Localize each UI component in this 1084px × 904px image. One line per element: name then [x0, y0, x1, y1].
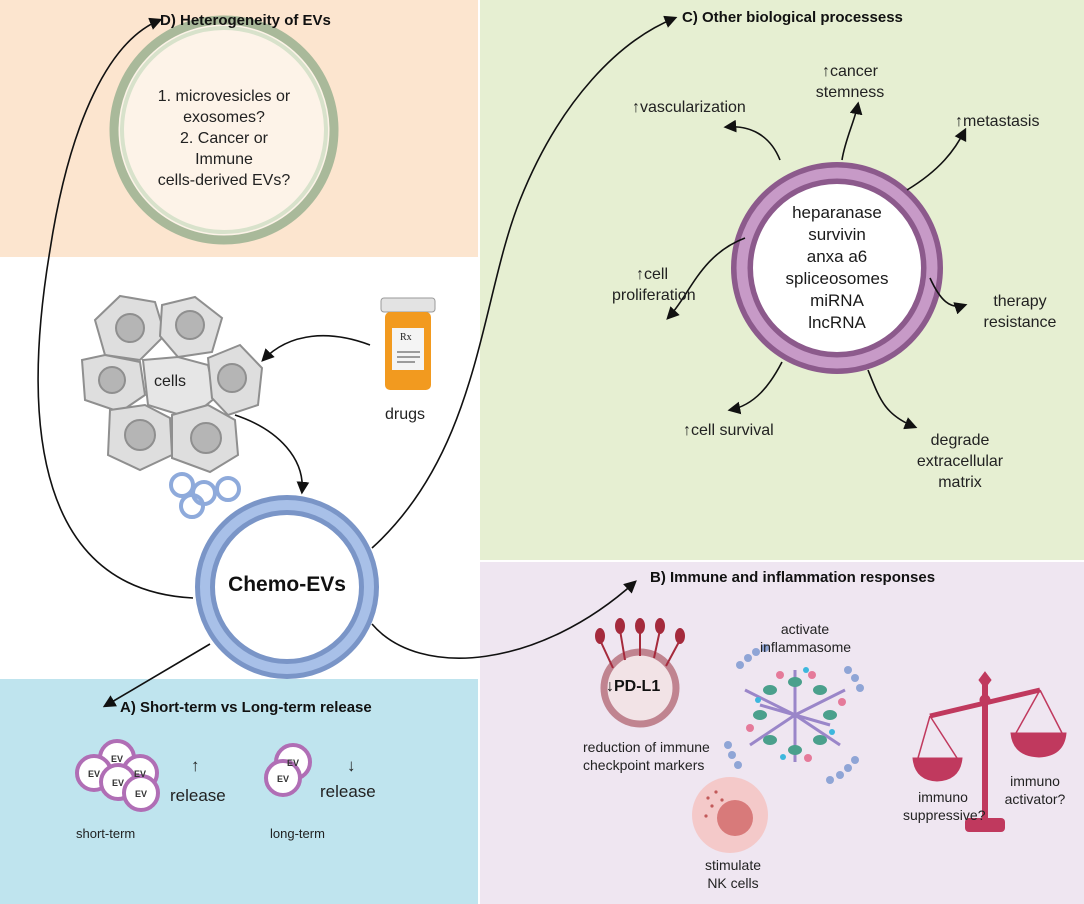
molecule-item: miRNA [810, 291, 864, 310]
immunoactivator-label: immuno activator? [995, 772, 1075, 808]
heterogeneity-question: 1. microvesicles or exosomes? 2. Cancer … [124, 86, 324, 191]
label-line: NK cells [707, 875, 759, 891]
ev-tag: EV [135, 789, 147, 799]
ev-tags: EV EV EV EV EV EV EV [88, 754, 299, 799]
degrade-matrix-label: degrade extracellular matrix [910, 430, 1010, 493]
cells-label: cells [154, 373, 187, 390]
nk-cells-label: stimulate NK cells [693, 856, 773, 892]
drugs-label: drugs [385, 406, 426, 423]
label-line: suppressive? [903, 807, 986, 823]
chemo-evs-label: Chemo-EVs [228, 573, 346, 596]
therapy-resistance-label: therapy resistance [980, 291, 1060, 333]
question-line: 2. Cancer or [179, 130, 269, 147]
molecule-item: heparanase [792, 203, 882, 222]
pdl1-vesicle-icon [595, 618, 685, 728]
long-term-ev-cluster-icon [264, 743, 312, 797]
inflammasome-icon [724, 644, 864, 784]
checkpoint-label: reduction of immune checkpoint markers [583, 738, 710, 774]
ev-tag: EV [277, 774, 289, 784]
label-line: immuno [1010, 773, 1060, 789]
long-term-down-arrow: ↓ [347, 756, 356, 775]
label-line: stemness [815, 84, 885, 101]
pdl1-label: ↓PD-L1 [606, 678, 661, 695]
proliferation-label: ↑cell proliferation [612, 264, 696, 306]
vascularization-label: ↑vascularization [632, 99, 746, 116]
ev-tag: EV [88, 769, 100, 779]
inflammasome-label: activate inflammasome [760, 620, 852, 656]
label-line: matrix [938, 474, 982, 491]
arrows [37, 15, 968, 708]
small-ev-rings-icon [169, 472, 241, 519]
long-term-release-label: release [320, 782, 376, 801]
metastasis-label: ↑metastasis [955, 113, 1040, 130]
label-line: immuno [918, 789, 968, 805]
ev-tag: EV [134, 769, 146, 779]
short-term-release-label: release [170, 786, 226, 805]
immunosuppressive-label: immuno suppressive? [903, 788, 986, 824]
ev-tag: EV [287, 758, 299, 768]
label-line: reduction of immune [583, 739, 710, 755]
chemo-ev-ring [195, 495, 379, 679]
label-line: ↑cell [635, 266, 668, 283]
label-line: checkpoint markers [583, 757, 705, 773]
panel-release [0, 679, 478, 904]
biological-ev-ring [731, 162, 943, 374]
balance-scale-icon [912, 671, 1067, 832]
short-term-up-arrow: ↑ [191, 756, 200, 775]
question-line: cells-derived EVs? [157, 172, 291, 189]
drug-bottle-icon [380, 297, 436, 390]
heterogeneity-title: D) Heterogeneity of EVs [160, 12, 331, 29]
ev-tag: EV [111, 754, 123, 764]
short-term-label: short-term [76, 826, 136, 841]
stemness-label: ↑cancer stemness [810, 61, 890, 103]
molecule-list: heparanase survivin anxa a6 spliceosomes… [767, 202, 907, 334]
question-line: Immune [195, 151, 253, 168]
heterogeneity-ring [109, 15, 339, 245]
molecule-item: survivin [808, 225, 866, 244]
label-line: ↑cancer [821, 63, 879, 80]
cell-survival-label: ↑cell survival [683, 422, 774, 439]
label-line: stimulate [704, 857, 762, 873]
long-term-label: long-term [270, 826, 325, 841]
release-title: A) Short-term vs Long-term release [120, 699, 372, 716]
question-line: exosomes? [183, 109, 265, 126]
label-line: resistance [983, 314, 1057, 331]
label-line: extracellular [916, 453, 1004, 470]
ev-tag: EV [112, 778, 124, 788]
cells-cluster-icon [80, 294, 264, 474]
label-line: proliferation [612, 287, 696, 304]
molecule-item: lncRNA [808, 313, 866, 332]
immune-responses-title: B) Immune and inflammation responses [650, 569, 936, 586]
question-line: 1. microvesicles or [157, 88, 291, 105]
label-line: activate [780, 621, 830, 637]
biological-processes-title: C) Other biological processess [682, 9, 903, 26]
molecule-item: spliceosomes [785, 269, 889, 288]
nk-cell-icon [692, 777, 768, 853]
label-line: therapy [993, 293, 1047, 310]
label-line: inflammasome [760, 639, 852, 655]
molecule-item: anxa a6 [806, 247, 868, 266]
rx-label: Rx [400, 332, 412, 343]
label-line: degrade [930, 432, 990, 449]
label-line: activator? [1004, 791, 1066, 807]
short-term-ev-cluster-icon [75, 739, 160, 812]
